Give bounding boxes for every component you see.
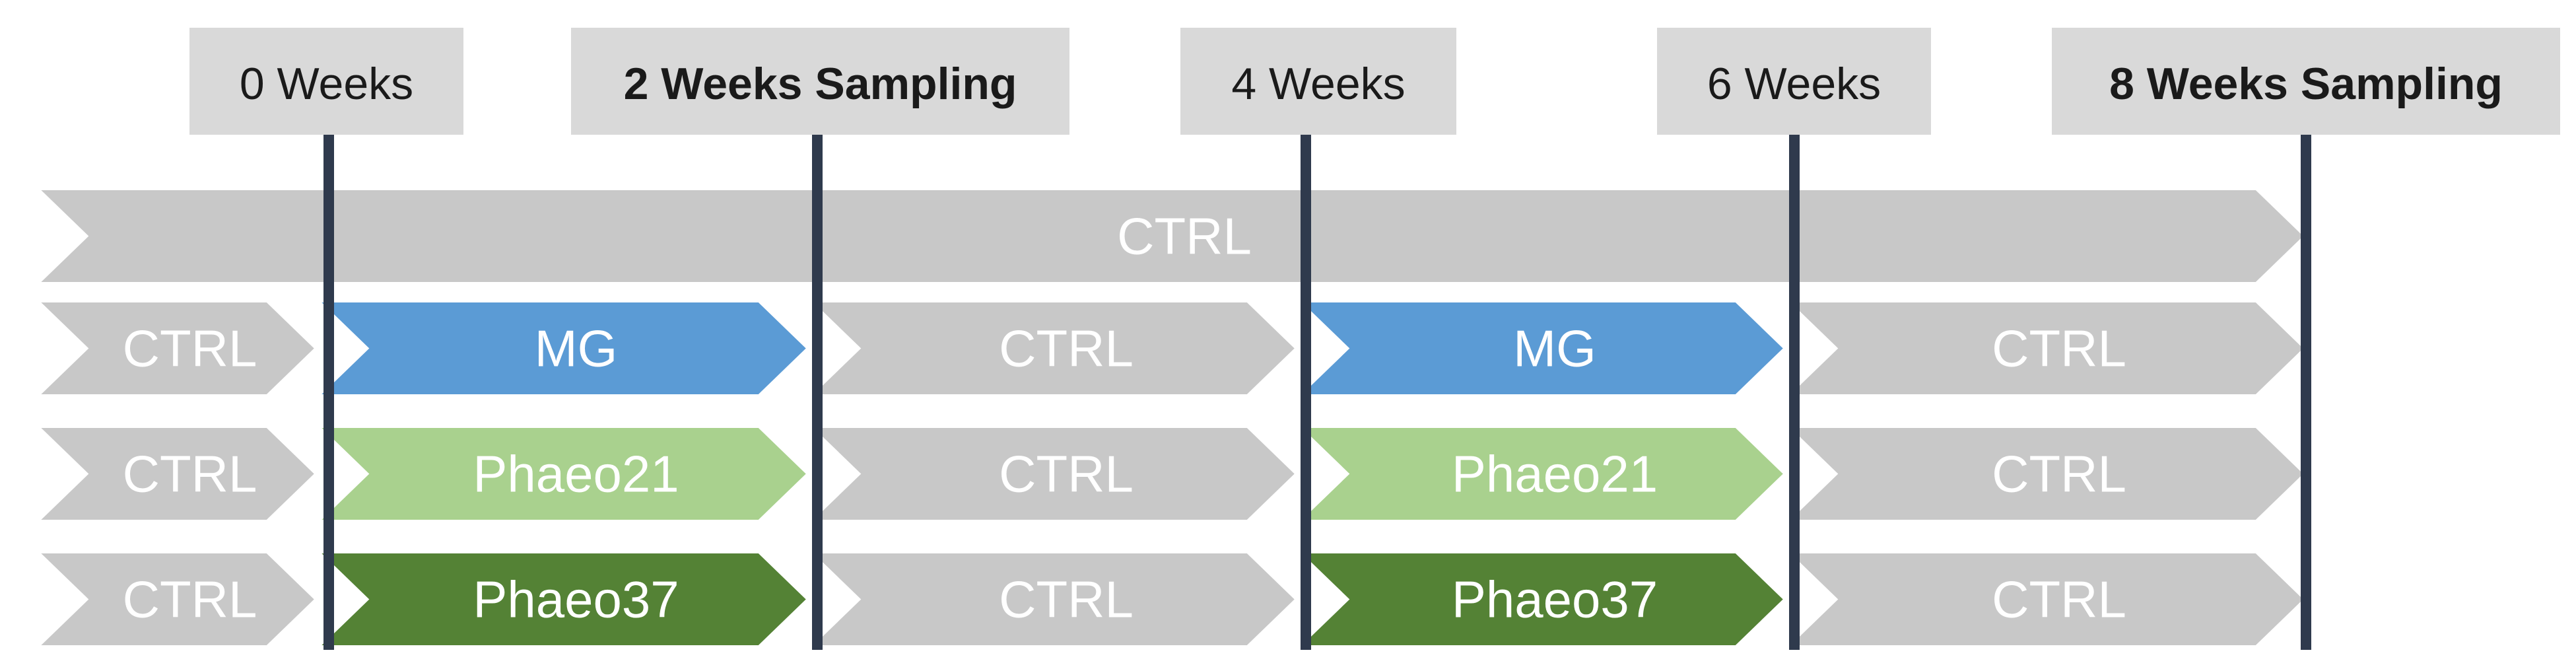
segment-label: Phaeo21 bbox=[473, 445, 679, 503]
treatment-row-3: CTRL Phaeo21 CTRL Phaeo21 CTRL bbox=[31, 424, 2309, 524]
timepoint-line bbox=[1789, 135, 1800, 650]
timepoint-box bbox=[571, 28, 1069, 135]
segment-mg bbox=[1292, 299, 1789, 398]
timepoint-label: 0 Weeks bbox=[240, 59, 413, 109]
segment-phaeo37 bbox=[1292, 549, 1789, 649]
treatment-row-2: CTRL MG CTRL MG CTRL bbox=[31, 299, 2309, 398]
segment-label: CTRL bbox=[123, 571, 257, 629]
segment-ctrl bbox=[31, 549, 320, 649]
segment-label: Phaeo37 bbox=[1452, 571, 1658, 629]
timepoint-line bbox=[1301, 135, 1311, 650]
timepoint-line bbox=[323, 135, 334, 650]
segment-label: CTRL bbox=[999, 571, 1134, 629]
timepoint-label: 6 Weeks bbox=[1707, 59, 1881, 109]
segment-phaeo21 bbox=[1292, 424, 1789, 524]
segment-label: CTRL bbox=[1992, 571, 2126, 629]
treatment-row-1: CTRL bbox=[31, 186, 2309, 286]
segment-ctrl bbox=[31, 424, 320, 524]
segment-ctrl bbox=[803, 424, 1301, 524]
segment-label: CTRL bbox=[1992, 445, 2126, 503]
timepoint-box bbox=[189, 28, 463, 135]
segment-label: CTRL bbox=[123, 445, 257, 503]
timepoint-label: 2 Weeks Sampling bbox=[624, 59, 1017, 109]
timepoint-line bbox=[812, 135, 823, 650]
timepoint-box bbox=[1180, 28, 1456, 135]
timepoint-label: 8 Weeks Sampling bbox=[2109, 59, 2503, 109]
segment-ctrl bbox=[31, 186, 2309, 286]
segment-ctrl bbox=[1780, 549, 2309, 649]
segment-label: MG bbox=[535, 320, 618, 378]
timepoint-box bbox=[1657, 28, 1931, 135]
timepoint-label: 4 Weeks bbox=[1231, 59, 1405, 109]
segment-label: CTRL bbox=[123, 320, 257, 378]
segment-label: Phaeo37 bbox=[473, 571, 679, 629]
segment-phaeo21 bbox=[312, 424, 812, 524]
segment-label: Phaeo21 bbox=[1452, 445, 1658, 503]
segment-label: CTRL bbox=[999, 445, 1134, 503]
segment-label: CTRL bbox=[999, 320, 1134, 378]
timepoint-lines bbox=[323, 135, 2311, 650]
timepoint-box bbox=[2052, 28, 2560, 135]
timepoint-labels: 0 Weeks 2 Weeks Sampling 4 Weeks 6 Weeks 8 W… bbox=[189, 28, 2560, 135]
segment-ctrl bbox=[31, 299, 320, 398]
segment-phaeo37 bbox=[312, 549, 812, 649]
segment-mg bbox=[312, 299, 812, 398]
segment-label: MG bbox=[1513, 320, 1596, 378]
segment-label: CTRL bbox=[1992, 320, 2126, 378]
timepoint-line bbox=[2301, 135, 2311, 650]
segment-ctrl bbox=[1780, 424, 2309, 524]
segment-ctrl bbox=[803, 299, 1301, 398]
segment-ctrl bbox=[1780, 299, 2309, 398]
segment-label: CTRL bbox=[1117, 207, 1252, 265]
segment-ctrl bbox=[803, 549, 1301, 649]
treatment-row-4: CTRL Phaeo37 CTRL Phaeo37 CTRL bbox=[31, 549, 2309, 649]
